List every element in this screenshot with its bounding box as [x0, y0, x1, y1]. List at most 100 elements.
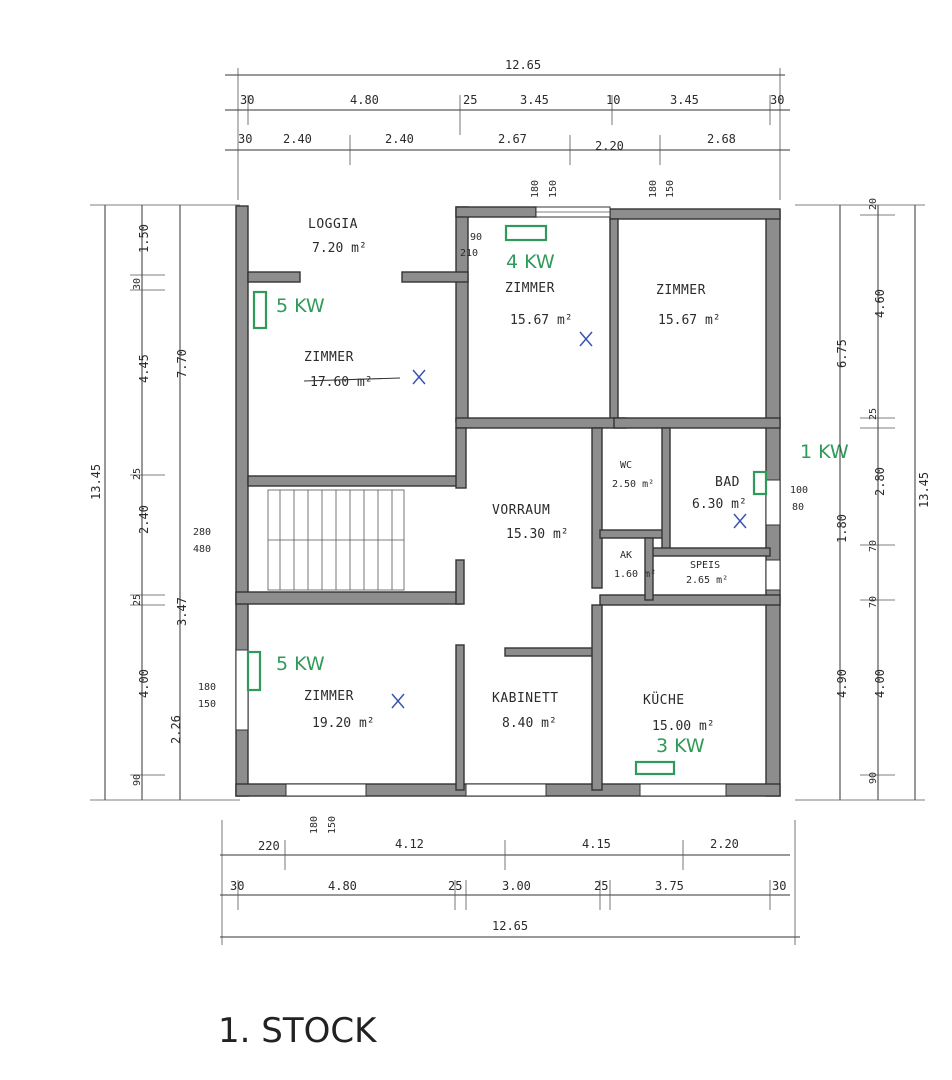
bottom-dim-row2-4: 2.20: [710, 837, 739, 851]
room-zimmer-2-name: ZIMMER: [656, 283, 706, 298]
heater-label-bad: 1 KW: [800, 441, 849, 463]
top-dim-4: 3.45: [520, 93, 549, 107]
right-overall-dim: 13.45: [917, 472, 931, 508]
top-dim-row2-2: 2.40: [283, 132, 312, 146]
room-zimmer-3-name: ZIMMER: [304, 350, 354, 365]
top-dimension-lines: 12.65 30 4.80 25 3.45 10 3.45 30 30 2.40…: [225, 58, 790, 200]
right-dim-4: 2.80: [873, 467, 887, 496]
right-dim-8: 4.00: [873, 669, 887, 698]
bottom-dim-7: 30: [772, 879, 786, 893]
room-zimmer-4-area: 19.20 m²: [312, 716, 375, 731]
top-dim-row2-6: 2.68: [707, 132, 736, 146]
window-top-1-h: 180: [530, 180, 541, 198]
opening-annotations: 180 150 180 150 90 210 180 150 100 80 18…: [198, 180, 808, 834]
left-window-w: 150: [198, 699, 216, 710]
left-dim-6: 25: [132, 594, 143, 606]
heater-label-zimmer-3: 5 KW: [276, 295, 325, 317]
room-wc-name: WC: [620, 460, 632, 471]
bottom-dim-2: 4.80: [328, 879, 357, 893]
top-dim-5: 10: [606, 93, 620, 107]
window-openings: [235, 206, 781, 797]
room-vorraum-area: 15.30 m²: [506, 527, 569, 542]
bottom-dim-3: 25: [448, 879, 462, 893]
right-dim-7: 70: [868, 596, 879, 608]
room-ak-name: AK: [620, 550, 632, 561]
room-zimmer-3-area: 17.60 m²: [310, 375, 373, 390]
bottom-window-w: 150: [327, 816, 338, 834]
room-kueche-name: KÜCHE: [643, 691, 685, 708]
top-dim-1: 30: [240, 93, 254, 107]
right-window-h: 100: [790, 485, 808, 496]
left-dim-8: 2.26: [169, 715, 183, 744]
room-vorraum-name: VORRAUM: [492, 503, 550, 518]
bottom-dim-row2-1: 220: [258, 839, 280, 853]
top-dim-row2-3: 2.40: [385, 132, 414, 146]
bottom-dimension-lines: 220 4.12 4.15 2.20 30 4.80 25 3.00 25 3.…: [220, 820, 800, 945]
heater-label-kueche: 3 KW: [656, 735, 705, 757]
top-dim-row2-4: 2.67: [498, 132, 527, 146]
room-speis-area: 2.65 m²: [686, 575, 728, 586]
top-dim-7: 30: [770, 93, 784, 107]
top-overall-dim: 12.65: [505, 58, 541, 72]
bottom-dim-row2-2: 4.12: [395, 837, 424, 851]
bottom-dim-1: 30: [230, 879, 244, 893]
room-bad-area: 6.30 m²: [692, 497, 747, 512]
right-mid-dim-1: 6.75: [835, 339, 849, 368]
blue-x-marks: [391, 331, 747, 709]
left-mid-dim-2: 3.47: [175, 597, 189, 626]
heater-label-zimmer-1: 4 KW: [506, 251, 555, 273]
left-overall-dim: 13.45: [89, 464, 103, 500]
room-loggia-area: 7.20 m²: [312, 241, 367, 256]
room-zimmer-1-name: ZIMMER: [505, 281, 555, 296]
right-dim-1: 20: [868, 198, 879, 210]
right-mid-dim-2: 4.90: [835, 669, 849, 698]
left-dimension-lines: 13.45 1.50 30 4.45 25 2.40 25 4.00 2.26 …: [89, 204, 240, 801]
floor-title: 1. STOCK: [218, 1011, 378, 1051]
heaters: 4 KW 5 KW 1 KW 5 KW 3 KW: [246, 224, 849, 776]
left-dim-1: 1.50: [137, 224, 151, 253]
bottom-dim-4: 3.00: [502, 879, 531, 893]
window-top-2-h: 180: [648, 180, 659, 198]
bottom-dim-5: 25: [594, 879, 608, 893]
right-window-w: 80: [792, 502, 804, 513]
right-dim-9: 90: [868, 772, 879, 784]
left-dim-7: 4.00: [137, 669, 151, 698]
room-bad-name: BAD: [715, 475, 740, 490]
top-dim-3: 25: [463, 93, 477, 107]
top-dim-2: 4.80: [350, 93, 379, 107]
heater-label-zimmer-4: 5 KW: [276, 653, 325, 675]
left-dim-9: 90: [132, 774, 143, 786]
top-dim-row2-5: 2.20: [595, 139, 624, 153]
right-dim-6: 1.80: [835, 514, 849, 543]
left-window-h: 180: [198, 682, 216, 693]
left-mid-dim-1: 7.70: [175, 349, 189, 378]
left-dim-4: 25: [132, 468, 143, 480]
staircase: 280 480: [193, 489, 405, 591]
room-zimmer-2-area: 15.67 m²: [658, 313, 721, 328]
window-top-2-w: 150: [665, 180, 676, 198]
right-dim-3: 25: [868, 408, 879, 420]
left-dim-3: 4.45: [137, 354, 151, 383]
room-kabinett-name: KABINETT: [492, 691, 559, 706]
left-dim-5: 2.40: [137, 505, 151, 534]
right-dim-2: 4.60: [873, 289, 887, 318]
door-small-1: 90: [470, 232, 482, 243]
room-zimmer-1-area: 15.67 m²: [510, 313, 573, 328]
right-dimension-lines: 13.45 20 4.60 25 2.80 70 1.80 70 4.00 90…: [795, 198, 931, 801]
room-kabinett-area: 8.40 m²: [502, 716, 557, 731]
door-small-2: 210: [460, 248, 478, 259]
room-loggia-name: LOGGIA: [308, 217, 358, 232]
room-zimmer-4-name: ZIMMER: [304, 689, 354, 704]
bottom-overall-dim: 12.65: [492, 919, 528, 933]
window-top-1-w: 150: [548, 180, 559, 198]
room-speis-name: SPEIS: [690, 560, 720, 571]
bottom-dim-6: 3.75: [655, 879, 684, 893]
left-dim-2: 30: [132, 278, 143, 290]
bottom-dim-row2-3: 4.15: [582, 837, 611, 851]
room-ak-area: 1.60 m²: [614, 569, 656, 580]
bottom-window-h: 180: [309, 816, 320, 834]
stair-dim-1: 280: [193, 527, 211, 538]
right-dim-5: 70: [868, 540, 879, 552]
room-labels: LOGGIA 7.20 m² ZIMMER 15.67 m² ZIMMER 15…: [303, 217, 747, 734]
